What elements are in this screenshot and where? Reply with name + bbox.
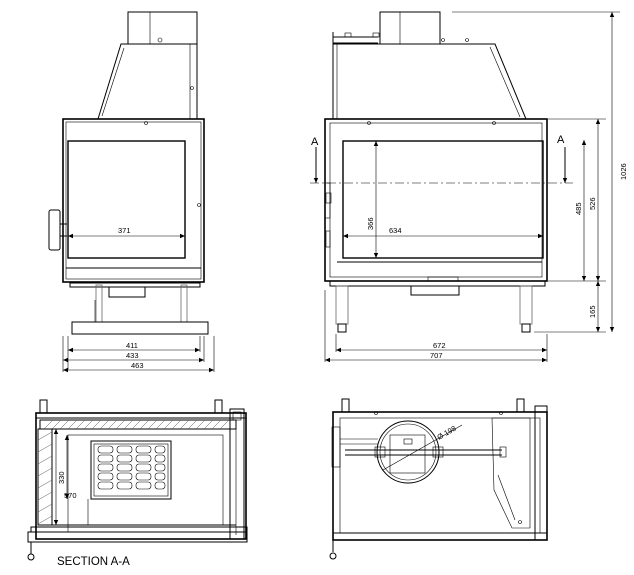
dim-front-glass-width: 371: [118, 226, 131, 235]
dim-side-total-height: 1026: [619, 163, 628, 180]
dim-side-glass-width: 634: [389, 226, 402, 235]
dim-side-glass-height: 366: [366, 217, 375, 230]
dim-front-width-a: 411: [126, 341, 138, 350]
section-mark-left: A: [311, 136, 319, 148]
dim-front-width-b: 433: [126, 351, 139, 360]
section-mark-right: A: [557, 134, 565, 146]
dim-side-height-a: 485: [574, 202, 583, 215]
side-view: A A 366 634 485 526 1026 165 672 707: [310, 11, 628, 363]
flue-outlet: [376, 420, 440, 484]
door-handle: [48, 209, 61, 251]
side-glass: [342, 140, 544, 259]
front-glass: [67, 140, 186, 259]
dim-side-width-b: 707: [430, 351, 443, 360]
dim-section-depth: 570: [64, 491, 77, 500]
dim-front-width-c: 463: [131, 361, 144, 370]
dim-side-width-a: 672: [433, 341, 446, 350]
section-title: SECTION A-A: [57, 556, 130, 568]
top-view: Ø 198: [329, 398, 548, 560]
dim-side-leg-height: 165: [588, 305, 597, 318]
dim-flue-diameter: Ø 198: [436, 424, 458, 442]
front-view: 371 411 433 463: [48, 11, 215, 373]
section-view: 570 330 SECTION A-A: [27, 399, 248, 568]
dim-side-height-b: 526: [588, 197, 597, 210]
dim-section-inner-height: 330: [57, 471, 66, 484]
